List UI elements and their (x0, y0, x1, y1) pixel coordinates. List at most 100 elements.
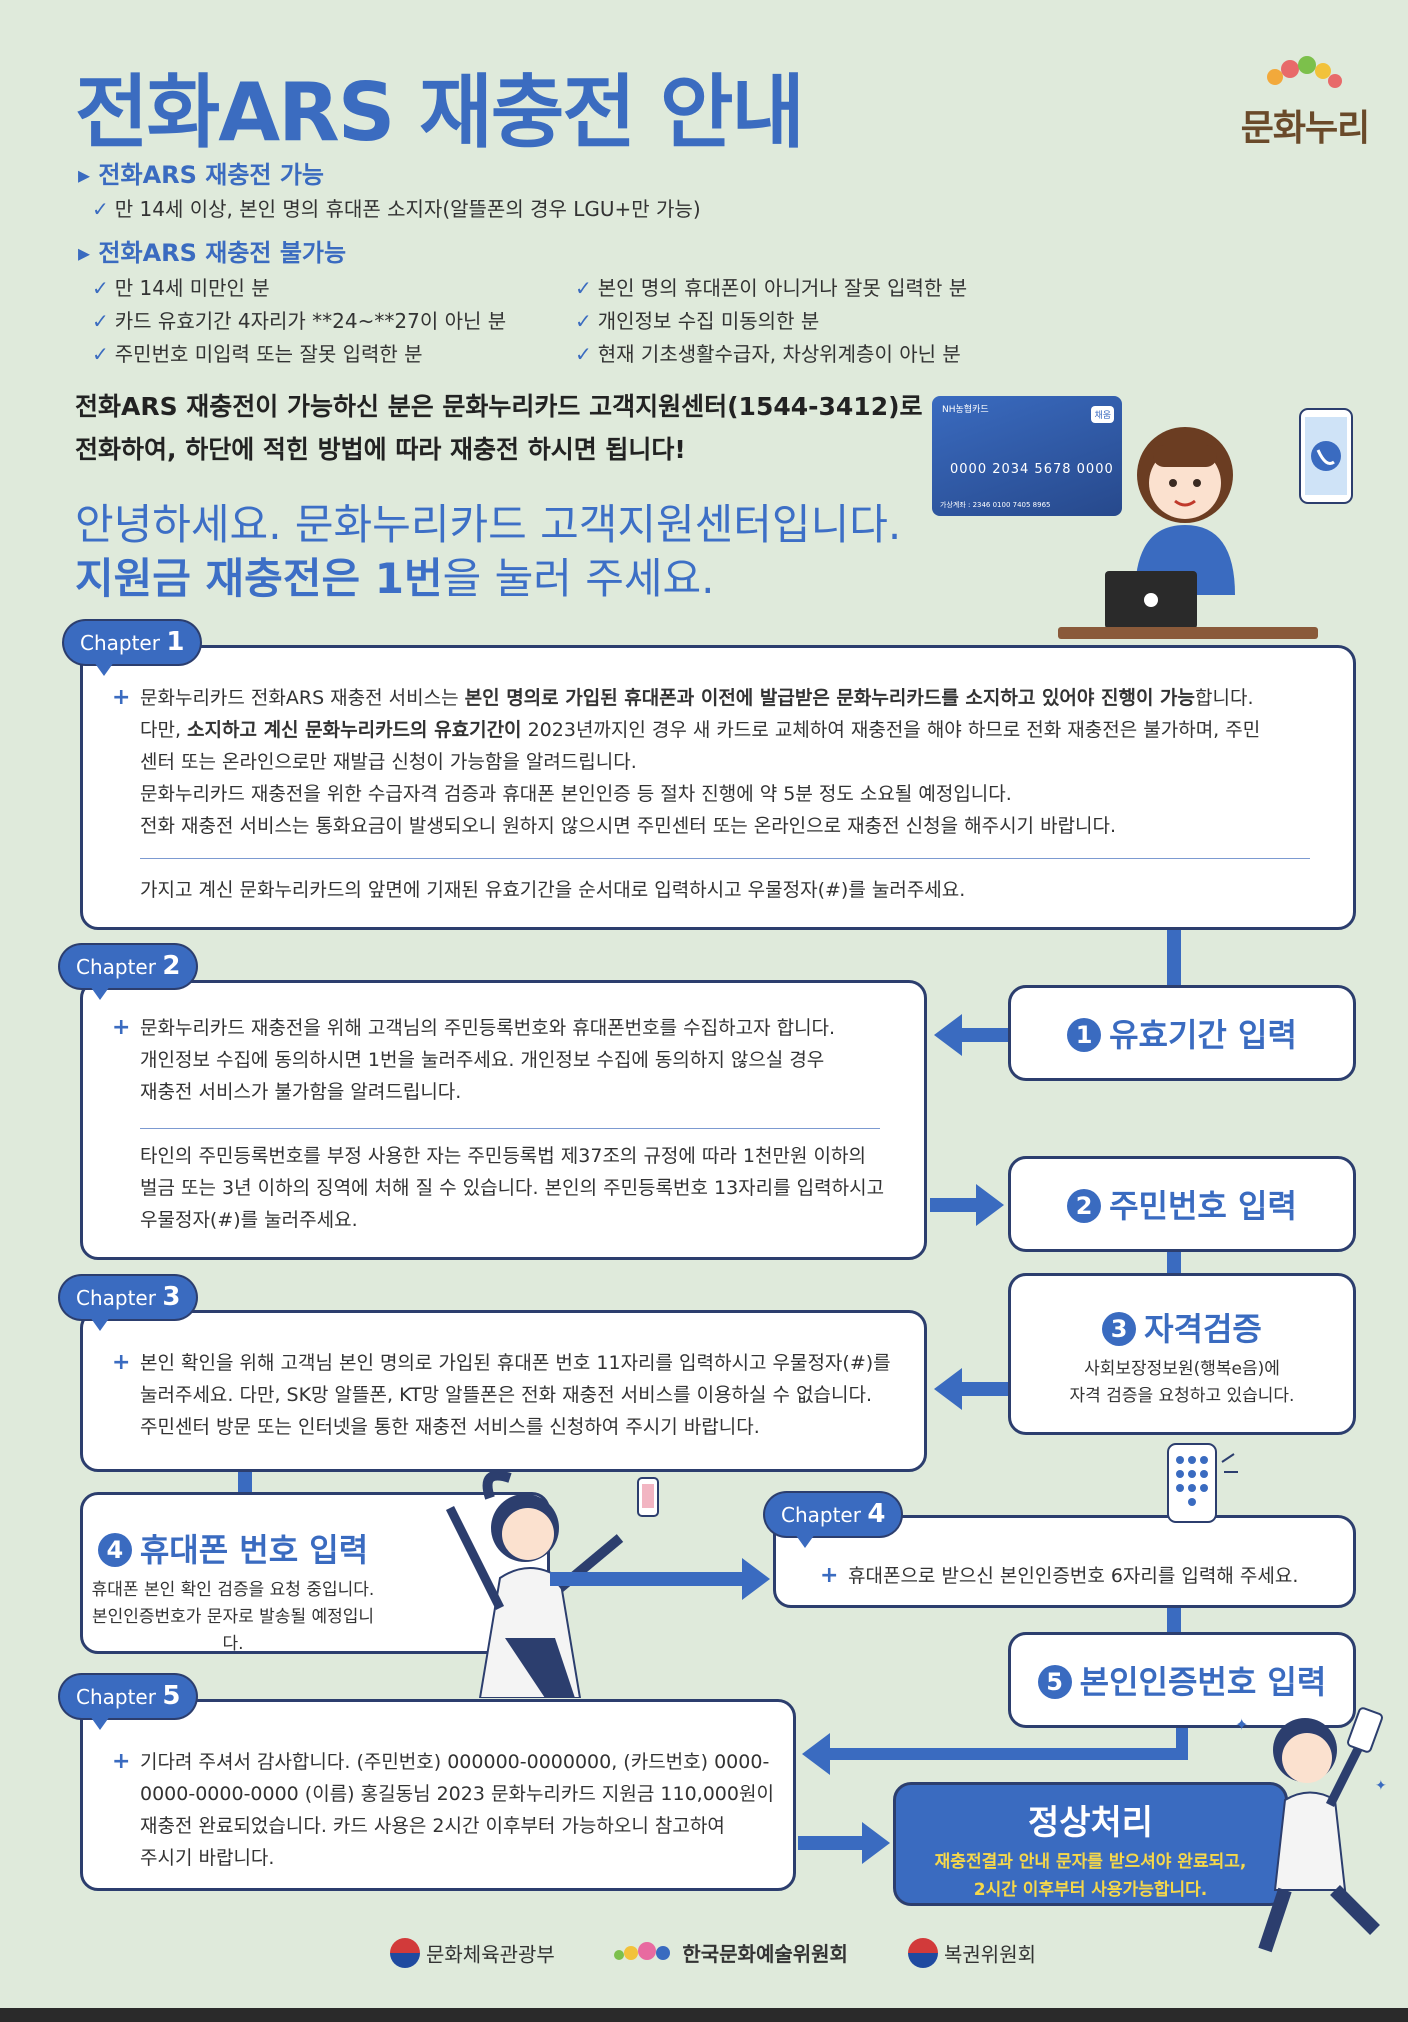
intro-text: 전화ARS 재충전이 가능하신 분은 문화누리카드 고객지원센터(1544-34… (75, 385, 923, 471)
card-issuer: NH농협카드 (942, 405, 989, 415)
footer-org: 복권위원회 (944, 1942, 1036, 1967)
chapter-1-line: 전화 재충전 서비스는 통화요금이 발생되오니 원하지 않으시면 주민센터 또는… (140, 815, 1117, 837)
chapter-2-box (80, 980, 927, 1260)
ineligible-heading-text: 전화ARS 재충전 불가능 (98, 239, 347, 267)
ineligible-item-text: 현재 기초생활수급자, 차상위계층이 아닌 분 (597, 342, 961, 366)
chapter-label: Chapter (76, 1286, 156, 1310)
check-icon: ✓ (575, 276, 592, 300)
chapter-1-tag: Chapter 1 (64, 621, 201, 676)
check-icon: ✓ (575, 342, 592, 366)
plus-icon: + (112, 1350, 131, 1375)
greeting-line: 안녕하세요. 문화누리카드 고객지원센터입니다. (75, 500, 902, 549)
chapter-3-box (80, 1310, 927, 1472)
footer-org: 문화체육관광부 (426, 1942, 555, 1967)
greeting: 안녕하세요. 문화누리카드 고객지원센터입니다. 지원금 재충전은 1번을 눌러… (75, 498, 901, 606)
ineligible-item: ✓본인 명의 휴대폰이 아니거나 잘못 입력한 분 (575, 272, 967, 301)
ineligible-item: ✓주민번호 미입력 또는 잘못 입력한 분 (92, 338, 423, 367)
check-icon: ✓ (92, 342, 109, 366)
plus-icon: + (820, 1563, 839, 1588)
check-icon: ✓ (92, 276, 109, 300)
chapter-label: Chapter (80, 631, 160, 655)
phone-dial-illustration (1167, 1443, 1238, 1523)
chapter-1-after: 가지고 계신 문화누리카드의 앞면에 기재된 유효기간을 순서대로 입력하시고 … (140, 879, 966, 901)
taegeuk-icon (908, 1938, 938, 1968)
chapter-3-line: 주민센터 방문 또는 인터넷을 통한 재충전 서비스를 신청하여 주시기 바랍니… (140, 1416, 760, 1438)
step-description: 휴대폰 본인 확인 검증을 요청 중입니다. (91, 1580, 375, 1600)
chapter-3-tag: Chapter 3 (60, 1276, 197, 1331)
text-bold: 소지하고 계신 문화누리카드의 유효기간이 (187, 719, 522, 741)
final-result-box: 정상처리 재충전결과 안내 문자를 받으셔야 완료되고, 2시간 이후부터 사용… (893, 1782, 1288, 1906)
arrow-left-icon (802, 1733, 860, 1775)
flow-connector (1167, 1606, 1181, 1632)
flow-connector (840, 1748, 1188, 1760)
ineligible-item-text: 주민번호 미입력 또는 잘못 입력한 분 (114, 342, 423, 366)
card-account: 가상계좌 : 2346 0100 7405 8965 (940, 501, 1051, 509)
chapter-number: 5 (162, 1681, 181, 1711)
svg-text:✦: ✦ (1235, 1715, 1248, 1734)
chapter-4-tag: Chapter 4 (765, 1493, 902, 1548)
chapter-label: Chapter (781, 1503, 861, 1527)
ineligible-item: ✓만 14세 미만인 분 (92, 272, 270, 301)
greeting-rest: 을 눌러 주세요. (442, 554, 715, 603)
ineligible-item-text: 만 14세 미만인 분 (114, 276, 270, 300)
text-run: 2023년까지인 경우 새 카드로 교체하여 재충전을 해야 하므로 전화 재충… (521, 719, 1261, 741)
plus-icon: + (112, 1015, 131, 1040)
flow-connector (1167, 925, 1181, 987)
step-text: 휴대폰 번호 입력 (139, 1531, 369, 1569)
chapter-5-line: 재충전 완료되었습니다. 카드 사용은 2시간 이후부터 가능하오니 참고하여 (140, 1815, 725, 1837)
divider (140, 1128, 880, 1129)
chapter-number: 4 (867, 1499, 886, 1529)
step-description: 자격 검증을 요청하고 있습니다. (1069, 1386, 1295, 1406)
chapter-2-tag: Chapter 2 (60, 945, 197, 1000)
eligible-item-text: 만 14세 이상, 본인 명의 휴대폰 소지자(알뜰폰의 경우 LGU+만 가능… (114, 197, 701, 221)
ineligible-item: ✓현재 기초생활수급자, 차상위계층이 아닌 분 (575, 338, 961, 367)
intro-line: 전화ARS 재충전이 가능하신 분은 문화누리카드 고객지원센터(1544-34… (75, 392, 923, 421)
step-number-badge: 2 (1067, 1189, 1102, 1223)
flow-connector (238, 1468, 252, 1496)
plus-icon: + (112, 685, 131, 710)
check-icon: ✓ (575, 309, 592, 333)
chapter-1-line: 문화누리카드 전화ARS 재충전 서비스는 본인 명의로 가입된 휴대폰과 이전… (140, 682, 1310, 714)
jumping-man-illustration: ✦ ✦ (1235, 1707, 1387, 1953)
step-number-badge: 5 (1037, 1665, 1072, 1699)
card-number: 0000 2034 5678 0000 (950, 462, 1114, 477)
logo-icon (1267, 56, 1342, 88)
footer-logo-lottery: 복권위원회 (908, 1938, 1036, 1968)
chapter-2-text: + 문화누리카드 재충전을 위해 고객님의 주민등록번호와 휴대폰번호를 수집하… (112, 1012, 900, 1108)
greeting-line: 지원금 재충전은 1번을 눌러 주세요. (75, 552, 901, 606)
arko-dots-icon (614, 1941, 676, 1965)
text-run: 문화누리카드 전화ARS 재충전 서비스는 (140, 687, 465, 709)
ineligible-item-text: 개인정보 수집 미동의한 분 (597, 309, 820, 333)
chapter-2-line: 문화누리카드 재충전을 위해 고객님의 주민등록번호와 휴대폰번호를 수집하고자… (140, 1017, 836, 1039)
step-description: 본인인증번호가 문자로 발송될 예정입니다. (91, 1607, 375, 1654)
chapter-5-line: 주시기 바랍니다. (140, 1847, 275, 1869)
ineligible-item-text: 카드 유효기간 4자리가 **24~**27이 아닌 분 (114, 309, 507, 333)
step-text: 유효기간 입력 (1109, 1016, 1297, 1054)
step-text: 자격검증 (1144, 1310, 1262, 1348)
chapter-label: Chapter (76, 1685, 156, 1709)
chapter-2-line: 개인정보 수집에 동의하시면 1번을 눌러주세요. 개인정보 수집에 동의하지 … (140, 1049, 825, 1071)
chapter-1-line: 다만, 소지하고 계신 문화누리카드의 유효기간이 2023년까지인 경우 새 … (140, 714, 1310, 746)
intro-line: 전화하여, 하단에 적힌 방법에 따라 재충전 하시면 됩니다! (75, 435, 686, 464)
plus-icon: + (112, 1749, 131, 1774)
step-text: 주민번호 입력 (1109, 1187, 1297, 1225)
card-badge: 채움 (1091, 406, 1114, 423)
page-title: 전화ARS 재충전 안내 (75, 66, 805, 159)
chapter-2-line: 타인의 주민등록번호를 부정 사용한 자는 주민등록법 제37조의 규정에 따라… (140, 1145, 866, 1167)
chapter-1-box (80, 645, 1356, 930)
chapter-5-text: + 기다려 주셔서 감사합니다. (주민번호) 000000-0000000, … (112, 1746, 790, 1874)
svg-text:✦: ✦ (1375, 1778, 1387, 1794)
eligible-item: ✓만 14세 이상, 본인 명의 휴대폰 소지자(알뜰폰의 경우 LGU+만 가… (92, 193, 701, 222)
ineligible-item: ✓카드 유효기간 4자리가 **24~**27이 아닌 분 (92, 305, 506, 334)
text-run: 합니다. (1195, 687, 1254, 709)
chapter-label: Chapter (76, 955, 156, 979)
text-run: 다만, (140, 719, 188, 741)
card-illustration: NH농협카드 채움 0000 2034 5678 0000 가상계좌 : 234… (932, 396, 1122, 516)
chapter-5-line: 기다려 주셔서 감사합니다. (주민번호) 000000-0000000, (카… (140, 1751, 770, 1773)
